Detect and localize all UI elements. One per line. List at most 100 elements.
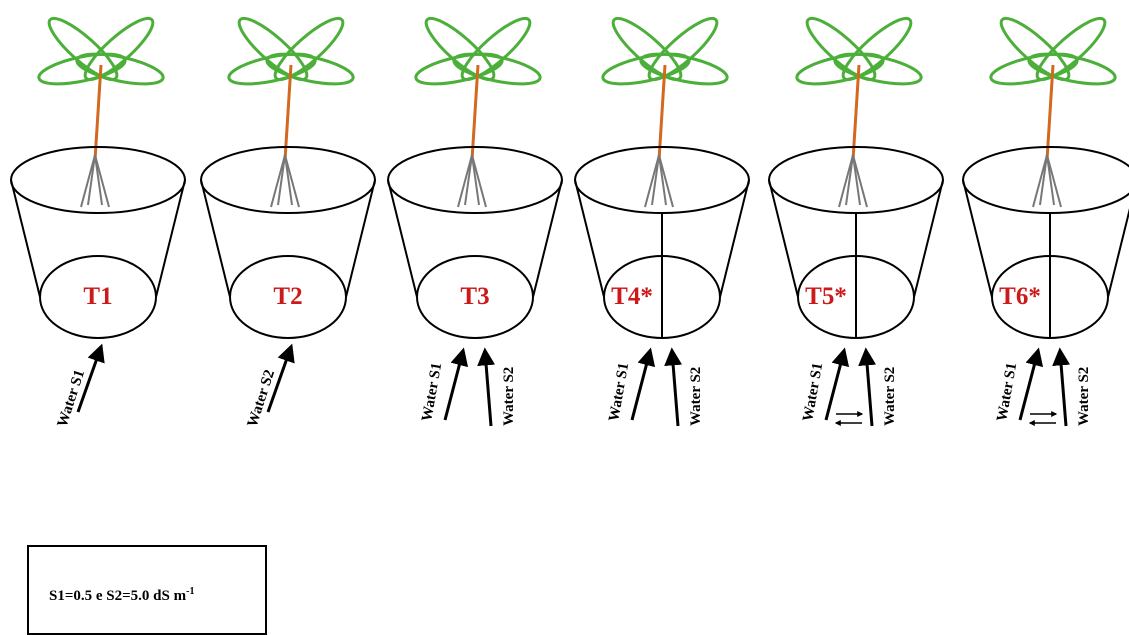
plant-icon	[601, 16, 729, 161]
arrow-icon	[1018, 347, 1044, 421]
pot-label: T2	[273, 283, 302, 310]
roots	[457, 154, 487, 208]
leaf-shape	[273, 16, 345, 82]
water-label: Water S1	[994, 362, 1020, 423]
stem-line	[283, 64, 293, 161]
pot-icon	[768, 146, 944, 339]
root-line	[94, 154, 103, 206]
leaf-shape	[841, 16, 913, 82]
plant-icon	[227, 16, 355, 161]
root-line	[845, 154, 854, 206]
leaf-shape	[611, 16, 683, 82]
pot-base	[39, 255, 157, 339]
pot-base	[229, 255, 347, 339]
pot-side	[1107, 208, 1129, 298]
legend-superscript: -1	[186, 586, 195, 597]
root-line	[1039, 154, 1048, 206]
leaf-shape	[999, 16, 1071, 82]
root-line	[270, 154, 286, 208]
arrow-icon	[266, 343, 295, 413]
plant-icon	[989, 16, 1117, 161]
stem-line	[93, 64, 103, 161]
arrow-icon	[824, 347, 850, 421]
pot-side	[574, 179, 605, 298]
root-line	[457, 154, 473, 208]
leaf-shape	[1035, 16, 1107, 82]
pot-label: T1	[83, 283, 112, 310]
stem-line	[657, 64, 667, 161]
pot-label: T6*	[999, 283, 1041, 310]
root-line	[658, 154, 667, 206]
pot-icon	[10, 146, 186, 339]
root-line	[658, 154, 674, 208]
root-line	[284, 154, 300, 208]
arrow-icon	[443, 347, 469, 421]
roots	[80, 154, 110, 208]
water-label: Water S1	[419, 362, 445, 423]
root-line	[1046, 154, 1055, 206]
water-label: Water S2	[688, 367, 704, 426]
root-line	[1046, 154, 1062, 208]
arrow-icon	[477, 347, 496, 427]
legend-main: S1=0.5 e S2=5.0 dS m	[49, 588, 187, 604]
pot-side	[200, 179, 231, 298]
pot-base	[416, 255, 534, 339]
pot-group: T5* Water S1 Water S2	[768, 16, 944, 427]
legend-box: S1=0.5 e S2=5.0 dS m-1	[27, 545, 267, 635]
root-line	[464, 154, 473, 206]
leaf-shape	[460, 16, 532, 82]
stem-line	[851, 64, 861, 161]
arrow-icon	[630, 347, 656, 421]
leaf-shape	[452, 52, 542, 86]
roots	[644, 154, 674, 208]
arrow-icon	[1052, 347, 1071, 427]
pot-side	[345, 179, 376, 298]
roots	[838, 154, 868, 208]
pot-label: T4*	[611, 283, 653, 310]
pot-label: T5*	[805, 283, 847, 310]
leaf-shape	[805, 16, 877, 82]
root-line	[852, 154, 861, 206]
root-line	[87, 154, 96, 206]
arrow-icon	[664, 347, 683, 427]
plant-icon	[795, 16, 923, 161]
water-label: Water S1	[800, 362, 826, 423]
leaf-shape	[833, 52, 923, 86]
pot-side	[155, 179, 186, 298]
plant-icon	[414, 16, 542, 161]
leaf-shape	[83, 16, 155, 82]
root-line	[94, 154, 110, 208]
leaf-shape	[47, 16, 119, 82]
water-label: Water S2	[882, 367, 898, 426]
water-label: Water S1	[606, 362, 632, 423]
stem-line	[470, 64, 480, 161]
arrow-icon	[858, 347, 877, 427]
legend-text: S1=0.5 e S2=5.0 dS m-1	[49, 586, 194, 605]
leaf-shape	[75, 52, 165, 86]
stem-line	[1045, 64, 1055, 161]
pot-icon	[387, 146, 563, 339]
pot-icon	[200, 146, 376, 339]
root-line	[644, 154, 660, 208]
pot-side	[387, 179, 418, 298]
root-line	[471, 154, 480, 206]
root-line	[277, 154, 286, 206]
pot-side	[532, 179, 563, 298]
leaf-shape	[237, 16, 309, 82]
root-line	[852, 154, 868, 208]
pot-side	[719, 179, 750, 298]
pot-side	[768, 179, 799, 298]
pot-side	[913, 179, 944, 298]
water-label: Water S2	[1076, 367, 1092, 426]
root-line	[1032, 154, 1048, 208]
water-label: Water S2	[501, 367, 517, 426]
leaf-shape	[639, 52, 729, 86]
root-line	[651, 154, 660, 206]
root-line	[471, 154, 487, 208]
pot-group: T4* Water S1 Water S2	[574, 16, 750, 427]
pot-side	[962, 179, 993, 298]
